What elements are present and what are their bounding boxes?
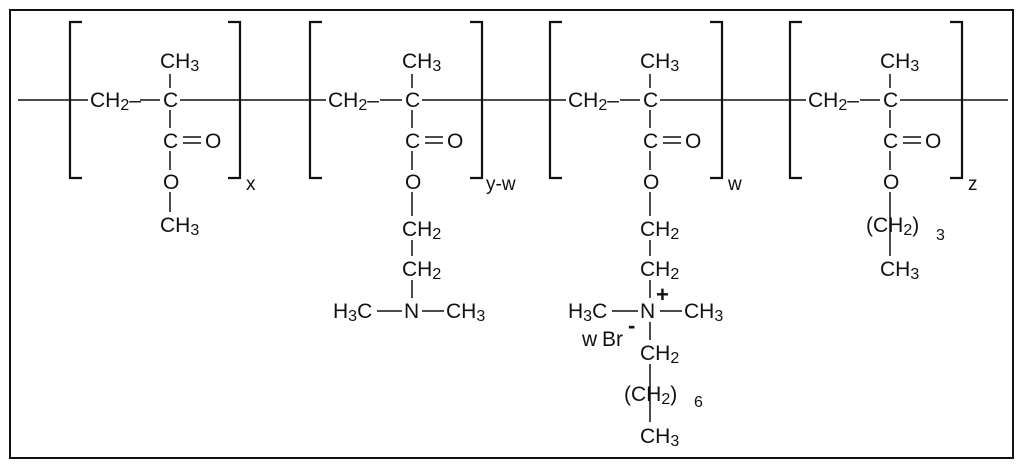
unit-2-amine-nitrogen: N [404, 300, 419, 323]
unit-3-backbone-ch: CH2 [568, 89, 607, 114]
unit-2-right-bracket [470, 20, 484, 180]
unit-1-bonds [169, 74, 201, 212]
unit-3-ammonium-nitrogen: N [640, 300, 655, 323]
unit-3-backbone-text: CH2– [568, 89, 619, 114]
unit-1-left-bracket [68, 20, 82, 180]
unit-3-left-bracket [548, 20, 562, 180]
unit-3-tail-end: CH3 [640, 425, 679, 450]
unit-3-counterion-charge: - [628, 313, 635, 338]
unit-3-repeat-label: w [727, 174, 742, 195]
repeat-unit-4: z CH2– CH3 C C O O (CH2) 3 CH3 [788, 20, 978, 283]
unit-2-repeat-label: y-w [486, 174, 516, 195]
repeat-unit-1: x CH2– CH3 C C O O CH3 [68, 20, 256, 239]
unit-4-backbone-bond: – [847, 89, 859, 112]
unit-3-ester-oxygen: O [643, 171, 659, 194]
unit-2-bonds [377, 74, 444, 312]
diagram-frame [9, 9, 1014, 459]
unit-3-counterion-ion: Br [602, 328, 623, 351]
unit-4-tail-repeat: (CH2) [866, 214, 919, 239]
unit-3-side-chain-1: CH2 [640, 258, 679, 283]
unit-3-ammonium-left: H3C [568, 300, 607, 325]
repeat-unit-3: w CH2– CH3 C C O O CH2 CH2 H3C N + CH3 w… [548, 20, 742, 450]
unit-1-backbone-bond: – [129, 89, 141, 112]
unit-1-backbone-ch: CH2 [90, 89, 129, 114]
unit-2-side-chain-1: CH2 [402, 258, 441, 283]
unit-4-carbonyl-oxygen: O [925, 130, 941, 153]
unit-4-right-bracket [950, 20, 964, 180]
unit-2-carbonyl-oxygen: O [447, 130, 463, 153]
unit-3-ammonium-charge: + [656, 282, 669, 307]
unit-1-quaternary-carbon: C [163, 89, 178, 112]
unit-3-side-chain-0: CH2 [640, 218, 679, 243]
unit-4-methyl: CH3 [880, 50, 919, 75]
unit-4-carbonyl-carbon: C [883, 130, 898, 153]
unit-3-carbonyl-carbon: C [643, 130, 658, 153]
unit-2-ester-oxygen: O [405, 171, 421, 194]
unit-1-methyl: CH3 [160, 50, 199, 75]
unit-4-backbone-text: CH2– [808, 89, 859, 114]
unit-3-bonds [612, 74, 682, 422]
unit-4-tail-end: CH3 [880, 258, 919, 283]
unit-4-bonds [889, 74, 921, 256]
unit-1-repeat-label: x [246, 174, 256, 195]
unit-2-backbone-text: CH2– [328, 89, 379, 114]
unit-3-carbonyl-oxygen: O [685, 130, 701, 153]
unit-2-backbone-bond: – [367, 89, 379, 112]
unit-4-quaternary-carbon: C [883, 89, 898, 112]
unit-4-left-bracket [788, 20, 802, 180]
unit-4-tail-repeat-n: 3 [936, 227, 945, 244]
unit-2-quaternary-carbon: C [405, 89, 420, 112]
unit-2-carbonyl-carbon: C [405, 130, 420, 153]
repeat-unit-2: y-w CH2– CH3 C C O O CH2 CH2 H3C N CH3 [308, 20, 516, 325]
unit-2-methyl: CH3 [402, 50, 441, 75]
unit-3-counterion-count: w [581, 328, 598, 351]
unit-2-side-chain-0: CH2 [402, 218, 441, 243]
unit-3-methyl: CH3 [640, 50, 679, 75]
unit-3-tail-repeat: (CH2) [624, 383, 677, 408]
unit-2-amine-right: CH3 [446, 300, 485, 325]
unit-1-carbonyl-oxygen: O [205, 130, 221, 153]
unit-1-carbonyl-carbon: C [163, 130, 178, 153]
unit-1-backbone-text: CH2– [90, 89, 141, 114]
unit-3-tail-first: CH2 [640, 342, 679, 367]
unit-3-backbone-bond: – [607, 89, 619, 112]
unit-2-left-bracket [308, 20, 322, 180]
unit-1-side-chain-0: CH3 [160, 214, 199, 239]
unit-4-backbone-ch: CH2 [808, 89, 847, 114]
unit-3-tail-repeat-n: 6 [694, 394, 703, 411]
unit-3-right-bracket [710, 20, 724, 180]
unit-1-ester-oxygen: O [163, 171, 179, 194]
unit-4-repeat-label: z [968, 174, 978, 195]
unit-2-amine-left: H3C [333, 300, 372, 325]
unit-1-right-bracket [228, 20, 242, 180]
unit-4-ester-oxygen: O [883, 171, 899, 194]
unit-3-quaternary-carbon: C [643, 89, 658, 112]
unit-3-ammonium-right: CH3 [684, 300, 723, 325]
unit-2-backbone-ch: CH2 [328, 89, 367, 114]
